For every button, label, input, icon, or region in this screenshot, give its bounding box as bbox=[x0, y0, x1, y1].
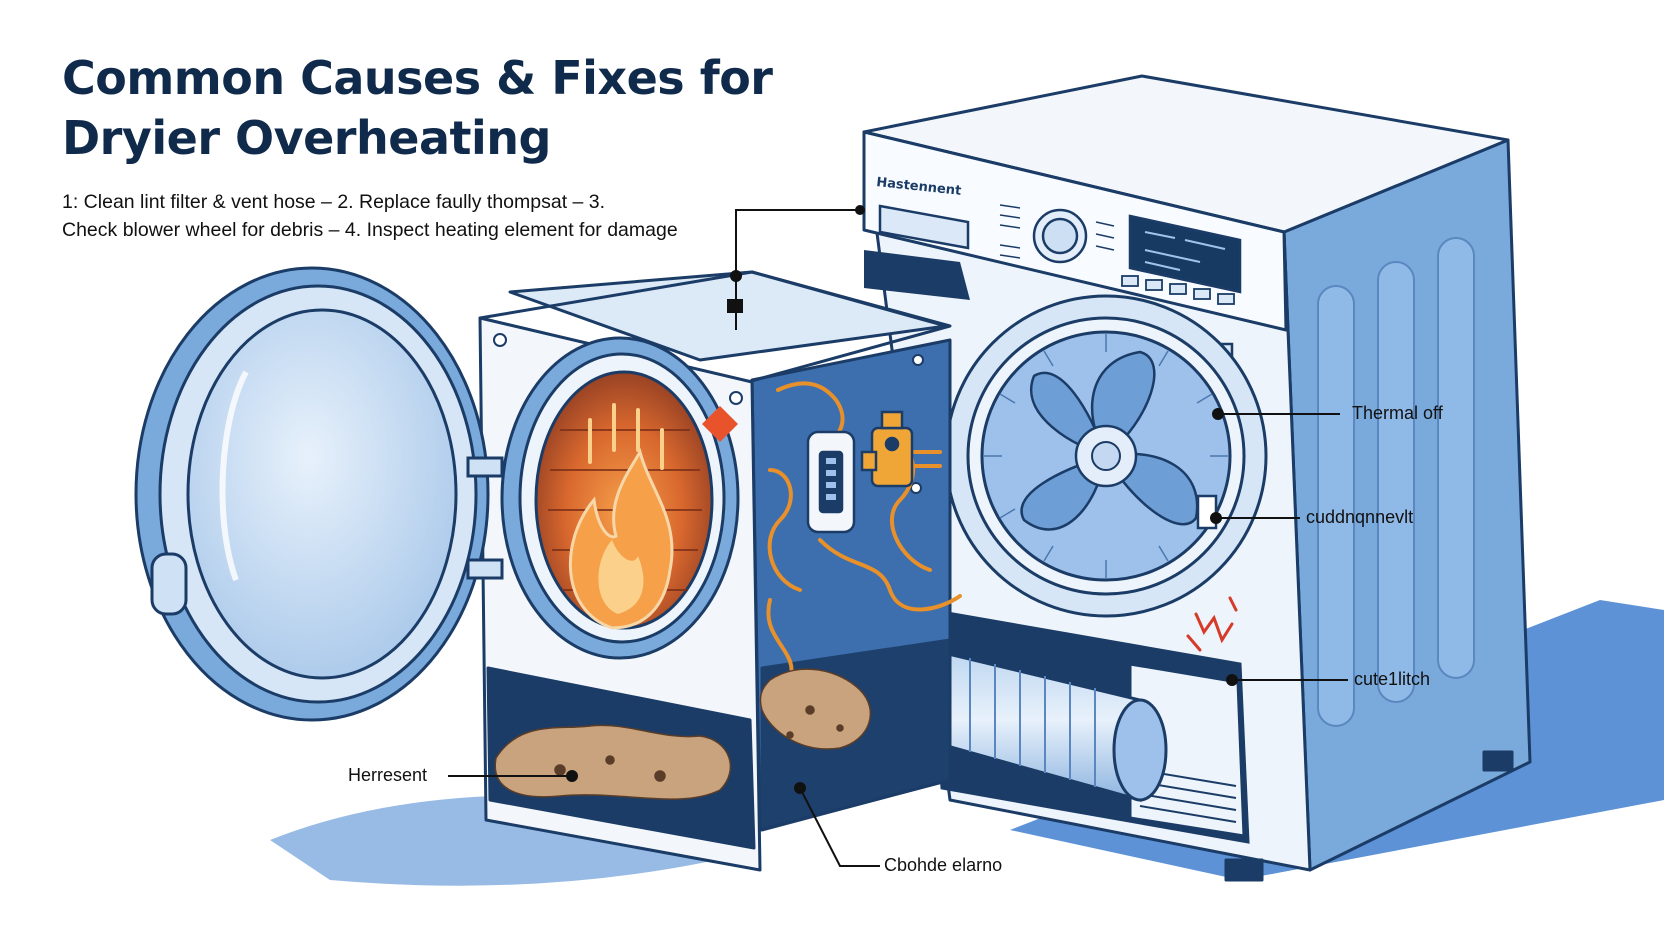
warning-diamond-icon bbox=[702, 406, 738, 442]
fix-steps-line-2: Check blower wheel for debris – 4. Inspe… bbox=[62, 219, 678, 241]
title-line-1: Common Causes & Fixes for bbox=[62, 51, 773, 105]
fix-steps: 1: Clean lint filter & vent hose – 2. Re… bbox=[62, 188, 678, 244]
fan-grille bbox=[984, 334, 1228, 578]
title-line-2: Dryier Overheating bbox=[62, 111, 551, 165]
cabinet-opening bbox=[864, 250, 970, 300]
blower-fan bbox=[944, 294, 1268, 618]
fix-steps-line-1: 1: Clean lint filter & vent hose – 2. Re… bbox=[62, 191, 606, 213]
lint-debris bbox=[494, 668, 871, 800]
flame-icon bbox=[568, 403, 674, 630]
callout-lines bbox=[448, 205, 1348, 867]
callout-lint: cute1litch bbox=[1354, 669, 1431, 689]
callout-thermal: Thermal off bbox=[1352, 403, 1443, 423]
fuse-icon bbox=[860, 410, 914, 488]
dryer-door bbox=[134, 266, 504, 722]
callout-debris: Cbohde elarno bbox=[884, 855, 1003, 875]
callout-blower: cuddnqnnevlt bbox=[1306, 507, 1414, 527]
spark-icon bbox=[1186, 596, 1238, 652]
page-title: Common Causes & Fixes for Dryier Overhea… bbox=[62, 48, 773, 168]
side-panel-grooves bbox=[1317, 237, 1475, 727]
callout-heater: Herresent bbox=[348, 765, 428, 785]
thermostat-icon bbox=[806, 430, 856, 534]
